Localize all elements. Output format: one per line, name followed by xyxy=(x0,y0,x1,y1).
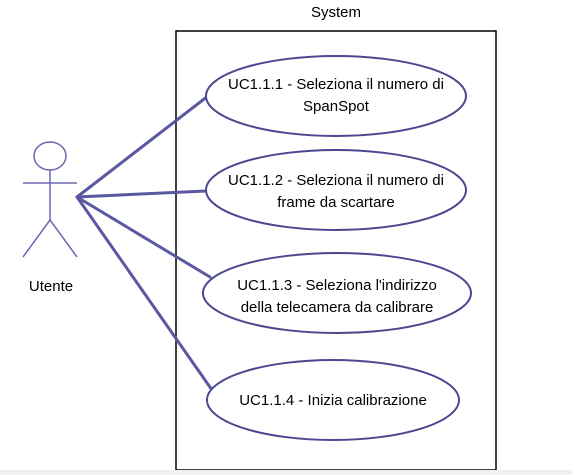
actor-head xyxy=(33,141,67,171)
use-case-uc1-1-1: UC1.1.1 - Seleziona il numero di SpanSpo… xyxy=(205,55,467,137)
actor-utente xyxy=(22,141,78,258)
use-case-label-line2: della telecamera da calibrare xyxy=(241,299,434,316)
use-case-ellipse xyxy=(205,55,467,137)
bottom-strip xyxy=(0,470,572,475)
use-case-label-line1: UC1.1.2 - Seleziona il numero di xyxy=(228,172,444,189)
use-case-label-line2: frame da scartare xyxy=(277,194,395,211)
actor-label: Utente xyxy=(29,278,73,295)
use-case-uc1-1-3: UC1.1.3 - Seleziona l'indirizzo della te… xyxy=(202,252,472,334)
use-case-uc1-1-2: UC1.1.2 - Seleziona il numero di frame d… xyxy=(205,149,467,231)
use-case-label-line2: SpanSpot xyxy=(303,98,370,115)
system-label: System xyxy=(311,4,361,21)
actor-left-leg xyxy=(22,219,51,258)
use-case-label-line1: UC1.1.1 - Seleziona il numero di xyxy=(228,76,444,93)
use-case-ellipse xyxy=(202,252,472,334)
use-case-uc1-1-4: UC1.1.4 - Inizia calibrazione xyxy=(206,359,460,441)
use-case-label-line1: UC1.1.4 - Inizia calibrazione xyxy=(239,392,427,409)
association-line-uc4 xyxy=(75,195,214,392)
use-case-ellipse xyxy=(205,149,467,231)
association-line-uc1 xyxy=(75,94,210,199)
association-line-uc2 xyxy=(75,189,208,199)
actor-right-leg xyxy=(49,219,78,258)
association-lines xyxy=(75,94,214,392)
use-case-ellipse xyxy=(206,359,460,441)
use-case-label-line1: UC1.1.3 - Seleziona l'indirizzo xyxy=(237,277,437,294)
association-line-uc3 xyxy=(75,195,212,279)
